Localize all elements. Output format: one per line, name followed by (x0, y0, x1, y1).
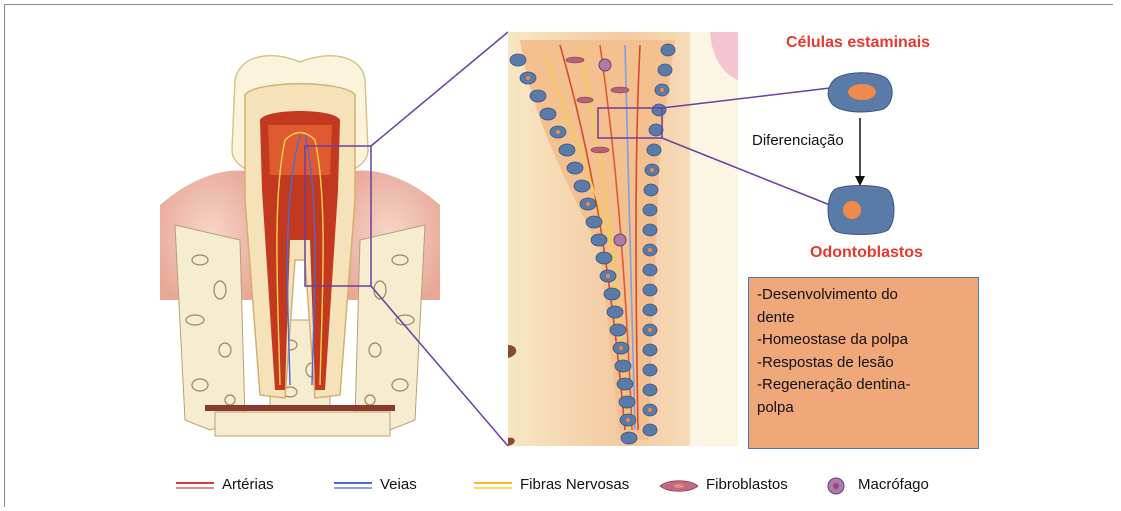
legend-label: Macrófago (858, 476, 929, 493)
fibroblast-legend-icon (660, 481, 698, 492)
magnified-pulp (508, 32, 738, 446)
legend-item-arteries: Artérias (212, 476, 274, 493)
legend-label: Fibroblastos (706, 476, 788, 493)
legend-item-nerve-fibres: Fibras Nervosas (510, 476, 629, 493)
function-line: -Regeneração dentina- (757, 374, 970, 397)
legend-item-veins: Veias (370, 476, 417, 493)
odontoblast-cell-icon (828, 186, 894, 235)
zoom-line-top (371, 32, 508, 146)
function-line: dente (757, 307, 970, 330)
function-line: -Respostas de lesão (757, 352, 970, 375)
macrophage-legend-icon (828, 478, 844, 494)
function-line: -Homeostase da polpa (757, 329, 970, 352)
tooth-cross-section (160, 56, 440, 436)
legend-label: Artérias (222, 476, 274, 493)
stem-cells-label: Células estaminais (786, 34, 930, 52)
stem-cell-icon (828, 73, 892, 112)
legend-label: Veias (380, 476, 417, 493)
function-line: -Desenvolvimento do (757, 284, 970, 307)
differentiation-label: Diferenciação (752, 132, 844, 149)
functions-box: -Desenvolvimento do dente -Homeostase da… (748, 277, 979, 449)
legend-label: Fibras Nervosas (520, 476, 629, 493)
legend-item-macrophage: Macrófago (848, 476, 929, 493)
nerve-fibres-legend-icon (474, 483, 512, 488)
veins-legend-icon (334, 483, 372, 488)
function-line: polpa (757, 397, 970, 420)
legend-item-fibroblasts: Fibroblastos (696, 476, 788, 493)
arteries-legend-icon (176, 483, 214, 488)
odontoblasts-label: Odontoblastos (810, 244, 923, 262)
